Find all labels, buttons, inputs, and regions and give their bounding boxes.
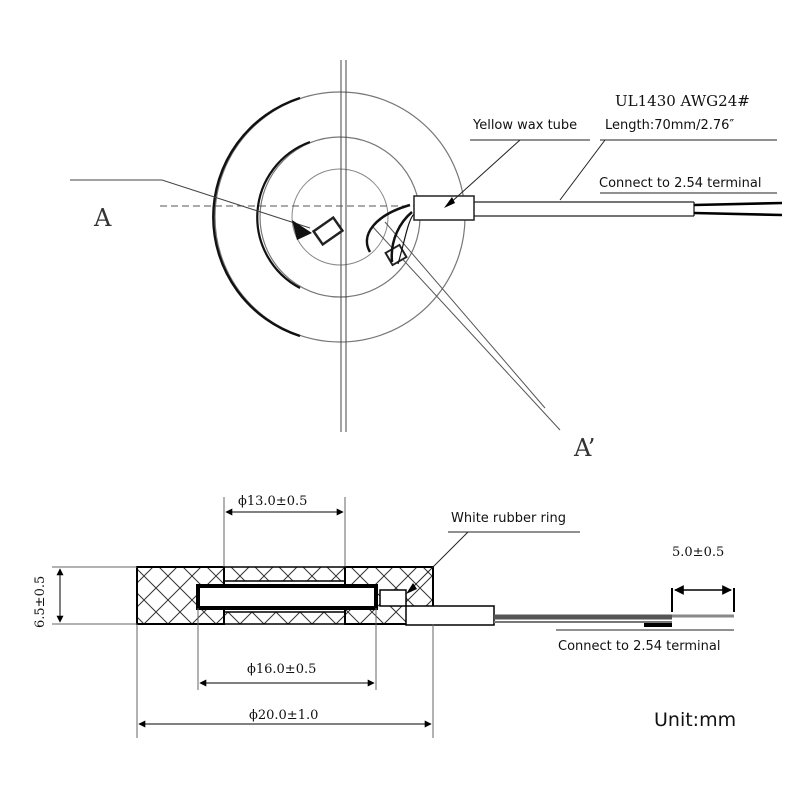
middle-disc-circle: [259, 136, 421, 298]
dim-height-label: 6.5±0.5: [33, 576, 48, 628]
dim-inner-top-label: ϕ13.0±0.5: [238, 494, 307, 509]
inner-disc-circle: [291, 168, 389, 266]
wax-tube-leader: [447, 139, 521, 206]
middle-disc-arc: [256, 140, 311, 289]
section-a-arrow: [292, 220, 312, 240]
rubber-ring-label: White rubber ring: [451, 511, 566, 526]
side-view: ϕ13.0±0.5 ϕ16.0±0.5 ϕ20.0±1.0 6.5±0.5 5.…: [33, 494, 736, 738]
section-a-prime-label: A’: [573, 434, 595, 462]
lead-wire-1: [365, 203, 411, 253]
side-wax-tube: [405, 605, 495, 626]
unit-label: Unit:mm: [654, 709, 736, 731]
wax-tube-label: Yellow wax tube: [472, 118, 577, 133]
section-a-label: A: [93, 204, 112, 232]
length-label: Length:70mm/2.76″: [605, 118, 734, 133]
top-connect-terminal-label: Connect to 2.54 terminal: [599, 176, 761, 191]
dim-strip-label: 5.0±0.5: [672, 545, 724, 560]
stripped-wire-2: [693, 211, 783, 217]
outer-disc-arc: [212, 96, 301, 338]
white-rubber-ring: [379, 589, 407, 607]
section-a-leader: [70, 179, 311, 229]
length-leader: [559, 139, 606, 201]
piezo-disc: [196, 584, 378, 610]
cable-spec-label: UL1430 AWG24#: [615, 92, 750, 110]
dim-outer-label: ϕ20.0±1.0: [249, 708, 318, 723]
lead-wire-2: [390, 211, 413, 263]
dim-inner-bottom-label: ϕ16.0±0.5: [247, 662, 316, 677]
stripped-wire-1: [693, 201, 783, 207]
top-view: UL1430 AWG24# Yellow wax tube Length:70m…: [70, 60, 783, 462]
rubber-ring-leader: [409, 531, 469, 591]
side-connect-terminal-label: Connect to 2.54 terminal: [558, 639, 720, 654]
